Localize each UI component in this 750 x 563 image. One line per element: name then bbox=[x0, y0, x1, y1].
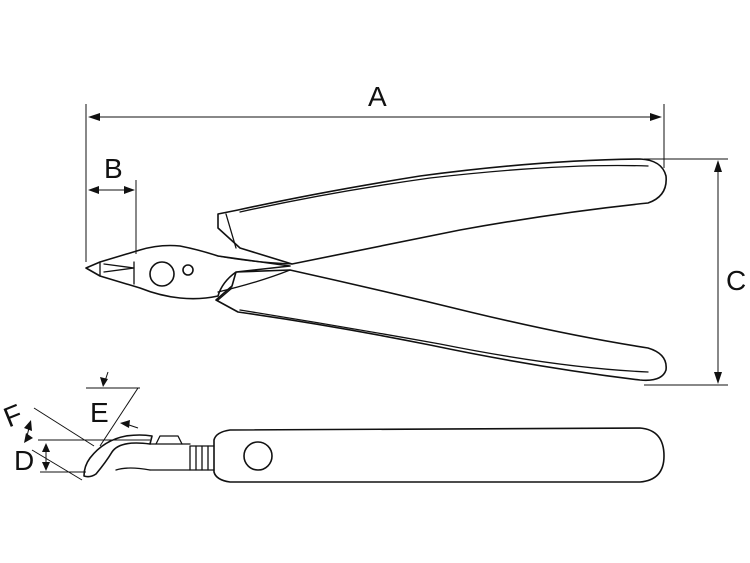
label-e: E bbox=[90, 397, 109, 428]
label-a: A bbox=[368, 81, 387, 112]
dimension-e: E bbox=[86, 371, 140, 447]
dimension-a: A bbox=[85, 81, 665, 262]
lower-handle bbox=[215, 269, 667, 382]
dimension-c: C bbox=[644, 158, 746, 386]
label-d: D bbox=[14, 445, 34, 476]
upper-handle bbox=[217, 158, 667, 265]
label-c: C bbox=[726, 265, 746, 296]
side-pivot-circle bbox=[243, 441, 273, 471]
side-handle bbox=[213, 427, 665, 483]
dimension-d: D bbox=[14, 439, 150, 476]
label-f: F bbox=[0, 398, 27, 433]
pivot-circle bbox=[149, 261, 175, 287]
pliers-top-view bbox=[85, 158, 667, 382]
pliers-side-view bbox=[83, 427, 665, 483]
dimension-b: B bbox=[88, 153, 137, 254]
label-b: B bbox=[104, 153, 123, 184]
pivot-small-circle bbox=[182, 264, 194, 276]
side-jaw bbox=[83, 434, 153, 478]
